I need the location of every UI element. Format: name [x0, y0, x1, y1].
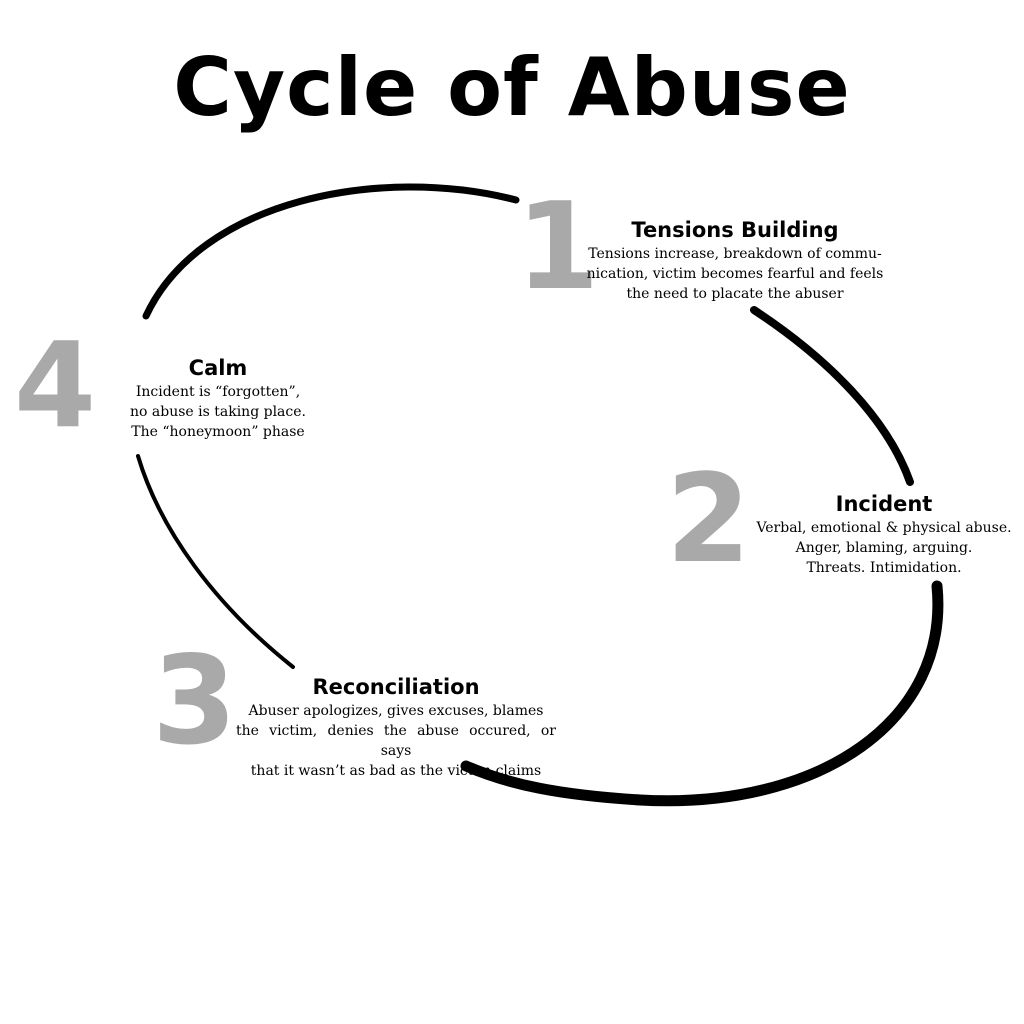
stage-description: Tensions increase, breakdown of commu- n…	[586, 246, 884, 303]
stage-description: Abuser apologizes, gives excuses, blames…	[236, 703, 556, 780]
stage-number-3: 3	[152, 630, 237, 772]
arc-tensions-to-incident	[750, 306, 914, 486]
stage-incident: Incident Verbal, emotional & physical ab…	[744, 492, 1024, 578]
arc-reconciliation-to-calm	[136, 454, 295, 669]
stage-tensions-building: Tensions Building Tensions increase, bre…	[574, 218, 896, 304]
stage-description: Verbal, emotional & physical abuse. Ange…	[756, 520, 1012, 577]
arc-incident-to-reconciliation	[460, 580, 944, 807]
stage-number-4: 4	[14, 316, 97, 454]
page-title: Cycle of Abuse	[173, 41, 851, 134]
arc-calm-to-tensions	[142, 183, 520, 320]
stage-title: Tensions Building	[631, 218, 839, 242]
stage-title: Calm	[188, 356, 248, 380]
stage-title: Reconciliation	[312, 675, 480, 699]
stage-calm: Calm Incident is “forgotten”, no abuse i…	[118, 356, 318, 442]
stage-description: Incident is “forgotten”, no abuse is tak…	[130, 384, 306, 441]
stage-number-1: 1	[516, 178, 600, 317]
stage-number-2: 2	[666, 448, 751, 590]
stage-reconciliation: Reconciliation Abuser apologizes, gives …	[236, 675, 556, 781]
stage-title: Incident	[835, 492, 933, 516]
